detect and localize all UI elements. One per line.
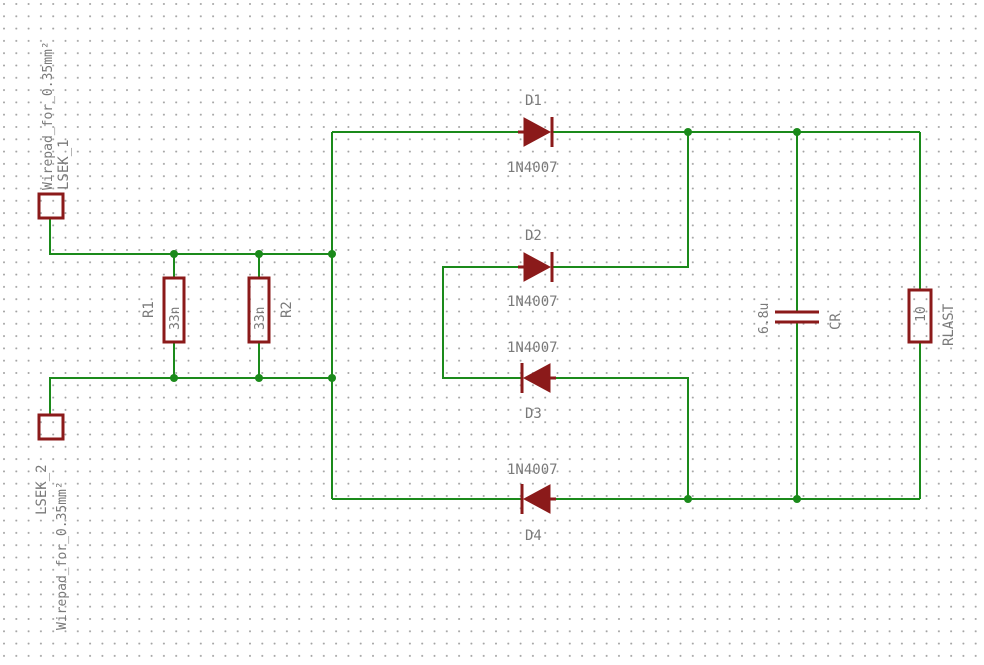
resistor-rlast-name: RLAST xyxy=(941,303,957,346)
capacitor-cr-value: 6.8u xyxy=(757,303,772,334)
wirepad-lsek1-name: LSEK_1 xyxy=(56,139,72,190)
diode-d2[interactable]: D2 1N4007 xyxy=(507,228,558,310)
wires xyxy=(49,131,921,500)
diode-d1[interactable]: D1 1N4007 xyxy=(507,93,558,176)
diode-d1-value: 1N4007 xyxy=(507,160,558,176)
diode-d4[interactable]: 1N4007 D4 xyxy=(507,462,558,544)
diode-d2-name: D2 xyxy=(525,228,542,244)
junction-dot xyxy=(684,128,692,136)
resistor-rlast[interactable]: 10 RLAST xyxy=(907,288,957,346)
wirepad-lsek2[interactable]: LSEK_2 Wirepad_for_0.35mm² xyxy=(34,413,70,630)
wire-d2-left xyxy=(442,266,522,379)
diode-d3-name: D3 xyxy=(525,406,542,422)
capacitor-cr-name: CR xyxy=(828,313,844,330)
wirepad-lsek1-package: Wirepad_for_0.35mm² xyxy=(41,41,56,190)
resistor-r1[interactable]: 33n R1 xyxy=(141,276,186,344)
resistor-r2-name: R2 xyxy=(279,301,295,318)
diode-d1-name: D1 xyxy=(525,93,542,109)
junction-dot xyxy=(170,250,178,258)
diode-d3-value: 1N4007 xyxy=(507,340,558,356)
junction-dot xyxy=(170,374,178,382)
junction-dot xyxy=(328,374,336,382)
capacitor-cr[interactable]: 6.8u CR xyxy=(757,303,844,334)
resistor-r2[interactable]: 33n R2 xyxy=(247,276,295,344)
resistor-rlast-value: 10 xyxy=(914,306,929,322)
resistor-r2-value: 33n xyxy=(253,307,268,330)
junction-dot xyxy=(328,250,336,258)
junction-dot xyxy=(255,250,263,258)
junctions xyxy=(170,128,801,503)
diode-d3[interactable]: 1N4007 D3 xyxy=(507,340,558,422)
resistor-r1-value: 33n xyxy=(168,307,183,330)
wirepad-lsek2-body[interactable] xyxy=(37,413,65,441)
resistor-r2-body[interactable] xyxy=(247,276,271,344)
diode-d4-name: D4 xyxy=(525,528,542,544)
resistor-r1-name: R1 xyxy=(141,301,157,318)
wire-d2-right xyxy=(552,132,689,268)
wirepad-lsek1-body[interactable] xyxy=(37,192,65,220)
wire-lsek1 xyxy=(49,218,332,255)
junction-dot xyxy=(684,495,692,503)
diode-d4-value: 1N4007 xyxy=(507,462,558,478)
junction-dot xyxy=(793,495,801,503)
wirepad-lsek1[interactable]: Wirepad_for_0.35mm² LSEK_1 xyxy=(37,41,72,220)
diode-d2-value: 1N4007 xyxy=(507,294,558,310)
wire-lsek2 xyxy=(49,377,332,415)
wirepad-lsek2-package: Wirepad_for_0.35mm² xyxy=(55,481,70,630)
resistor-rlast-body[interactable] xyxy=(907,288,933,344)
junction-dot xyxy=(793,128,801,136)
wire-d3-right xyxy=(552,377,689,499)
junction-dot xyxy=(255,374,263,382)
wirepad-lsek2-name: LSEK_2 xyxy=(34,464,50,515)
resistor-r1-body[interactable] xyxy=(162,276,186,344)
